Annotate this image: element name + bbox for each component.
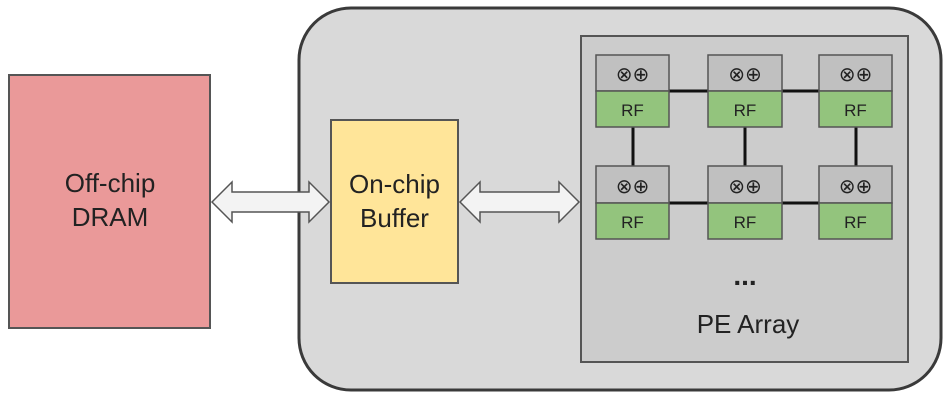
pe-rf-label: RF xyxy=(621,101,644,120)
pe-rf-label: RF xyxy=(734,101,757,120)
pe-cell: ⊗⊕ RF xyxy=(595,54,670,128)
dram-label-line2: DRAM xyxy=(72,202,149,232)
dram-buffer-arrow xyxy=(210,180,331,224)
buffer-box xyxy=(330,119,459,284)
pe-rf-label: RF xyxy=(844,213,867,232)
buffer-pe-arrow xyxy=(458,180,581,224)
pe-cell: ⊗⊕ RF xyxy=(818,54,893,128)
pe-array-label: PE Array xyxy=(697,309,800,339)
buffer-label-line1: On-chip xyxy=(349,169,440,199)
pe-rf-label: RF xyxy=(734,213,757,232)
pe-op-symbols: ⊗⊕ xyxy=(839,64,873,86)
pe-rf-label: RF xyxy=(621,213,644,232)
dram-label-line1: Off-chip xyxy=(65,168,156,198)
pe-cell: ⊗⊕ RF xyxy=(707,54,783,128)
pe-cell: ⊗⊕ RF xyxy=(595,165,670,240)
pe-op-symbols: ⊗⊕ xyxy=(616,64,650,86)
buffer-label-line2: Buffer xyxy=(360,203,429,233)
pe-cell: ⊗⊕ RF xyxy=(818,165,893,240)
pe-cell: ⊗⊕ RF xyxy=(707,165,783,240)
pe-op-symbols: ⊗⊕ xyxy=(728,176,762,198)
dram-box xyxy=(8,74,211,329)
pe-op-symbols: ⊗⊕ xyxy=(728,64,762,86)
pe-op-symbols: ⊗⊕ xyxy=(839,176,873,198)
pe-rf-label: RF xyxy=(844,101,867,120)
pe-array-ellipsis: ... xyxy=(733,260,756,291)
pe-op-symbols: ⊗⊕ xyxy=(616,176,650,198)
